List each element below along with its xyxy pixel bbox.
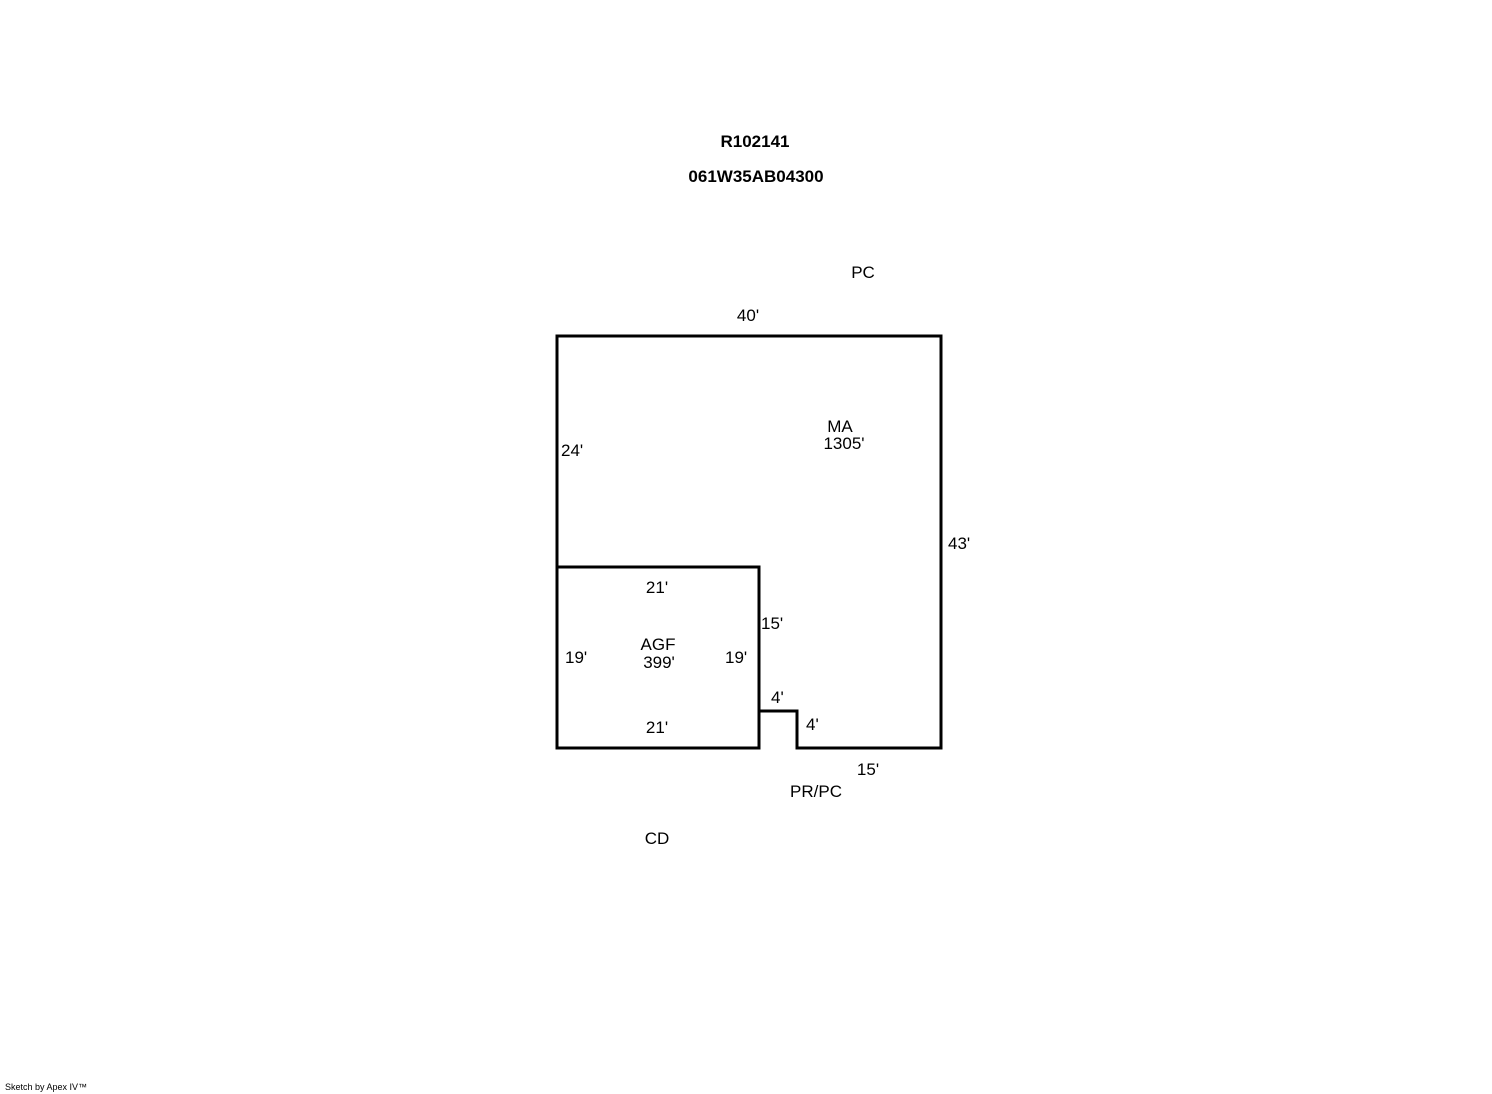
account-number: R102141 — [720, 132, 789, 151]
sketch-credit: Sketch by Apex IV™ — [5, 1082, 87, 1092]
dim-garage-bottom: 21' — [646, 718, 668, 737]
garage-outline — [555, 565, 761, 750]
dim-garage-top: 21' — [646, 578, 668, 597]
garage-size: 399' — [643, 653, 675, 672]
dim-bottom-right: 15' — [857, 760, 879, 779]
garage-code: AGF — [641, 635, 676, 654]
dim-garage-left: 19' — [565, 648, 587, 667]
dim-inner-vertical: 15' — [761, 614, 783, 633]
dim-garage-right: 19' — [725, 648, 747, 667]
dim-right: 43' — [948, 534, 970, 553]
main-area-code: MA — [827, 417, 853, 436]
dim-top: 40' — [737, 306, 759, 325]
main-area-outline — [555, 334, 943, 750]
main-area-size: 1305' — [823, 434, 864, 453]
pc-label: PC — [851, 263, 875, 282]
dim-notch-side: 4' — [806, 715, 819, 734]
dim-notch-top: 4' — [771, 688, 784, 707]
dim-left-upper: 24' — [561, 441, 583, 460]
pr-pc-label: PR/PC — [790, 782, 842, 801]
cd-label: CD — [645, 829, 670, 848]
map-number: 061W35AB04300 — [688, 167, 823, 186]
